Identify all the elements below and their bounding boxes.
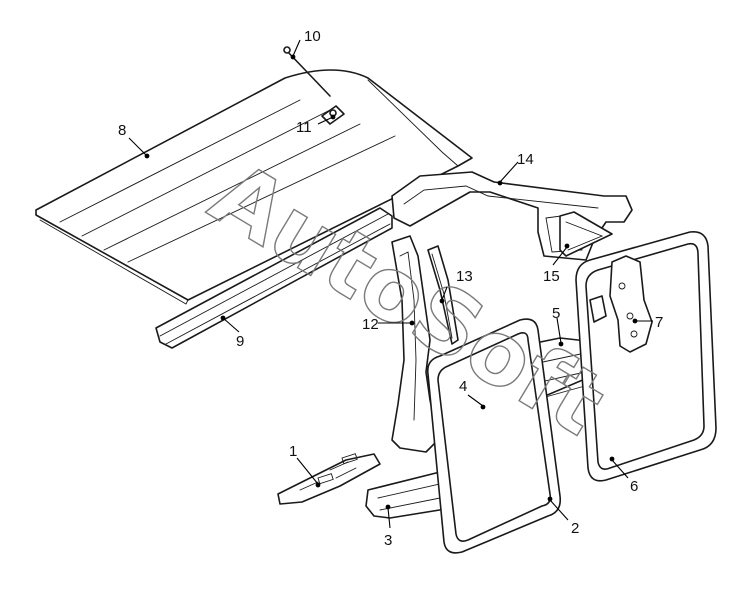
rear-step-plate — [277, 453, 381, 505]
callout-6: 6 — [630, 478, 638, 495]
callout-11: 11 — [296, 119, 312, 136]
rear-hinge-trim — [589, 255, 653, 353]
leader-lines — [128, 39, 653, 529]
roof-side-rail — [155, 207, 393, 349]
callout-10: 10 — [304, 28, 321, 45]
b-pillar-trim — [391, 235, 439, 453]
callout-7: 7 — [655, 314, 663, 331]
callout-12: 12 — [362, 316, 379, 333]
upper-trim-frame — [391, 171, 633, 261]
callout-14: 14 — [517, 151, 534, 168]
callout-8: 8 — [118, 122, 126, 139]
callout-labels: 10 8 11 14 15 13 12 9 5 7 4 1 6 2 3 — [118, 28, 663, 549]
front-door-seal — [426, 318, 562, 554]
callout-15: 15 — [543, 268, 560, 285]
callout-13: 13 — [456, 268, 473, 285]
quarter-trim-panel — [559, 211, 613, 257]
headliner-panel — [35, 69, 473, 305]
callout-3: 3 — [384, 532, 392, 549]
callout-2: 2 — [571, 520, 579, 537]
callout-4: 4 — [459, 378, 467, 395]
callout-9: 9 — [236, 333, 244, 350]
callout-1: 1 — [289, 443, 297, 460]
callout-5: 5 — [552, 305, 560, 322]
